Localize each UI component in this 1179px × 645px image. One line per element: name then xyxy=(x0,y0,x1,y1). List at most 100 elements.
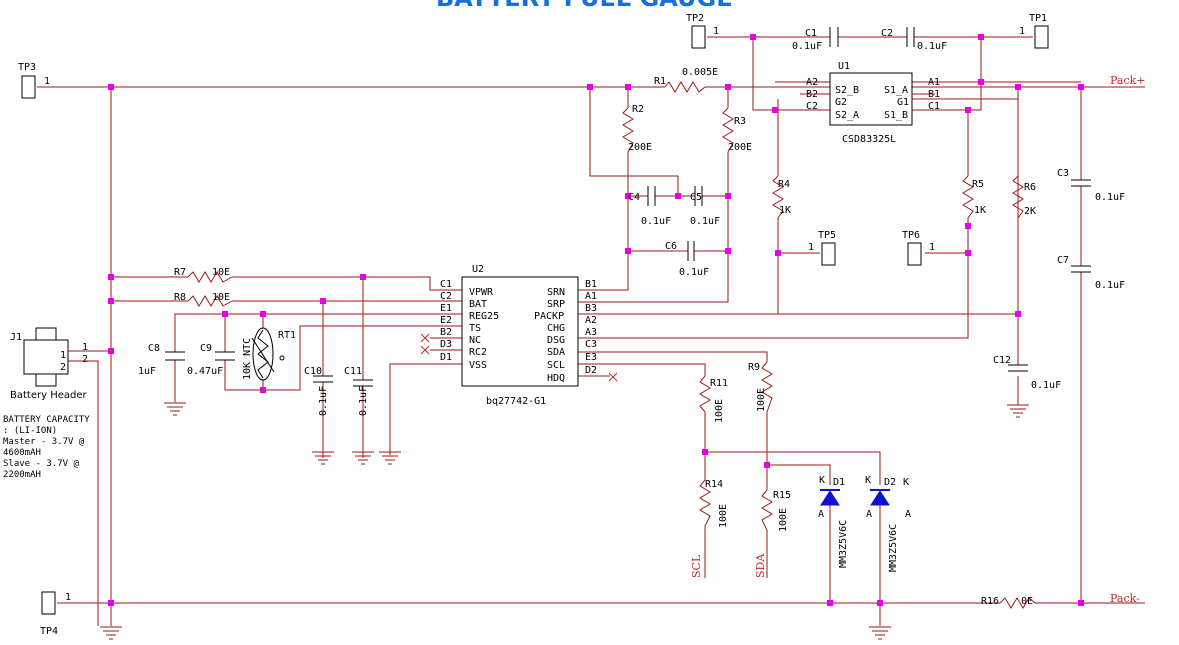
svg-text:D3: D3 xyxy=(440,339,452,350)
svg-text:CSD83325L: CSD83325L xyxy=(842,134,896,145)
capacitor-c10: C10 0.1uF xyxy=(304,366,333,416)
svg-text:B3: B3 xyxy=(585,303,597,314)
resistor-r14: R14 100E xyxy=(699,479,729,528)
svg-text:200E: 200E xyxy=(628,142,652,153)
battery-header-j1: J1 1 2 1 2 Battery Header xyxy=(10,327,93,401)
capacitor-c6: C6 0.1uF xyxy=(665,241,709,278)
svg-text:TP3: TP3 xyxy=(18,62,36,73)
svg-text:1: 1 xyxy=(60,350,66,361)
svg-text:CHG: CHG xyxy=(547,323,565,334)
test-point-tp3: TP3 1 xyxy=(18,62,50,99)
capacitor-c3: C3 0.1uF xyxy=(1057,168,1125,203)
resistor-r1: R1 0.005E xyxy=(654,67,718,93)
svg-text:A1: A1 xyxy=(928,77,940,88)
svg-text:C12: C12 xyxy=(993,355,1011,366)
resistor-r6: R6 2K xyxy=(1012,175,1036,219)
svg-text:0.47uF: 0.47uF xyxy=(187,366,223,377)
svg-text:10E: 10E xyxy=(212,292,230,303)
svg-text:R16: R16 xyxy=(981,596,999,607)
svg-text:A3: A3 xyxy=(585,327,597,338)
svg-text:R14: R14 xyxy=(705,479,723,490)
svg-text:R6: R6 xyxy=(1024,182,1036,193)
svg-text:TP1: TP1 xyxy=(1029,13,1047,24)
resistor-r15: R15 100E xyxy=(761,489,791,532)
svg-text:C1: C1 xyxy=(440,279,452,290)
svg-text:S1_A: S1_A xyxy=(884,85,908,96)
svg-text:0.1uF: 0.1uF xyxy=(358,386,369,416)
net-label-pack-plus: Pack+ xyxy=(1110,74,1146,87)
svg-text:HDQ: HDQ xyxy=(547,373,565,384)
battery-capacity-note: BATTERY CAPACITY : (LI-ION) Master - 3.7… xyxy=(3,415,90,480)
svg-text:G2: G2 xyxy=(835,97,847,108)
svg-text:C9: C9 xyxy=(200,343,212,354)
svg-text:200E: 200E xyxy=(728,142,752,153)
ic-u1: U1 CSD83325L A2 B2 C2 S2_B G2 S2_A A1 B1… xyxy=(800,61,940,145)
resistor-r9: R9 100E xyxy=(748,361,773,413)
svg-text:C8: C8 xyxy=(148,343,160,354)
capacitor-c5: C5 0.1uF xyxy=(690,186,720,227)
svg-text:C1: C1 xyxy=(805,28,817,39)
svg-text:100E: 100E xyxy=(714,399,725,423)
svg-text:0.1uF: 0.1uF xyxy=(1031,380,1061,391)
svg-text:R15: R15 xyxy=(773,490,791,501)
svg-text:10K NTC: 10K NTC xyxy=(242,338,253,380)
svg-text:1: 1 xyxy=(929,242,935,253)
svg-text:1: 1 xyxy=(44,76,50,87)
svg-text:2: 2 xyxy=(82,354,88,365)
svg-text:0.1uF: 0.1uF xyxy=(641,216,671,227)
svg-text:C4: C4 xyxy=(628,192,640,203)
svg-text:0.1uF: 0.1uF xyxy=(318,386,329,416)
svg-text:BATTERY CAPACITY: BATTERY CAPACITY xyxy=(3,415,90,425)
svg-text:MM3Z5V6C: MM3Z5V6C xyxy=(888,524,899,572)
svg-text:C2: C2 xyxy=(806,101,818,112)
test-point-tp6: TP6 1 xyxy=(902,230,935,266)
svg-text:R7: R7 xyxy=(174,267,186,278)
svg-text:SRP: SRP xyxy=(547,299,565,310)
svg-text:TP5: TP5 xyxy=(818,230,836,241)
svg-text:R1: R1 xyxy=(654,76,666,87)
svg-text:R9: R9 xyxy=(748,362,760,373)
svg-text:1: 1 xyxy=(1019,26,1025,37)
capacitor-c11: C11 0.1uF xyxy=(344,366,373,416)
svg-text:0.1uF: 0.1uF xyxy=(917,41,947,52)
svg-text:1: 1 xyxy=(713,26,719,37)
svg-text:R11: R11 xyxy=(710,378,728,389)
svg-text:1uF: 1uF xyxy=(138,366,156,377)
svg-text:100E: 100E xyxy=(778,508,789,532)
svg-text:2: 2 xyxy=(60,362,66,373)
svg-text:B2: B2 xyxy=(440,327,452,338)
svg-text:S2_B: S2_B xyxy=(835,85,859,96)
svg-text:0.1uF: 0.1uF xyxy=(1095,192,1125,203)
svg-text:100E: 100E xyxy=(756,388,767,412)
svg-text:S2_A: S2_A xyxy=(835,110,859,121)
svg-text:K: K xyxy=(865,475,871,486)
svg-text:Master - 3.7V @: Master - 3.7V @ xyxy=(3,437,85,447)
svg-text:G1: G1 xyxy=(897,97,909,108)
wires xyxy=(37,36,1145,626)
svg-text:C6: C6 xyxy=(665,241,677,252)
svg-text:RT1: RT1 xyxy=(278,330,296,341)
svg-text:A: A xyxy=(905,509,911,520)
capacitor-c1: C1 0.1uF xyxy=(792,27,839,52)
svg-text:TS: TS xyxy=(469,323,481,334)
svg-text:C1: C1 xyxy=(928,101,940,112)
svg-text:SDA: SDA xyxy=(547,347,565,358)
svg-text:1: 1 xyxy=(808,242,814,253)
svg-text:A: A xyxy=(818,509,824,520)
zener-diode-d1: K D1 A MM3Z5V6C xyxy=(818,475,849,568)
svg-text:E1: E1 xyxy=(440,303,452,314)
test-point-tp5: TP5 1 xyxy=(808,230,836,266)
svg-text:10E: 10E xyxy=(212,267,230,278)
svg-text:U2: U2 xyxy=(472,264,484,275)
svg-text:1: 1 xyxy=(82,342,88,353)
svg-text:D1: D1 xyxy=(833,477,845,488)
svg-text:SCL: SCL xyxy=(547,360,565,371)
svg-text:TP6: TP6 xyxy=(902,230,920,241)
svg-text:0E: 0E xyxy=(1021,596,1033,607)
svg-text:100E: 100E xyxy=(718,504,729,528)
svg-text:B1: B1 xyxy=(585,279,597,290)
svg-text:1K: 1K xyxy=(974,205,986,216)
svg-text:E2: E2 xyxy=(440,315,452,326)
net-label-scl: SCL xyxy=(690,554,703,578)
